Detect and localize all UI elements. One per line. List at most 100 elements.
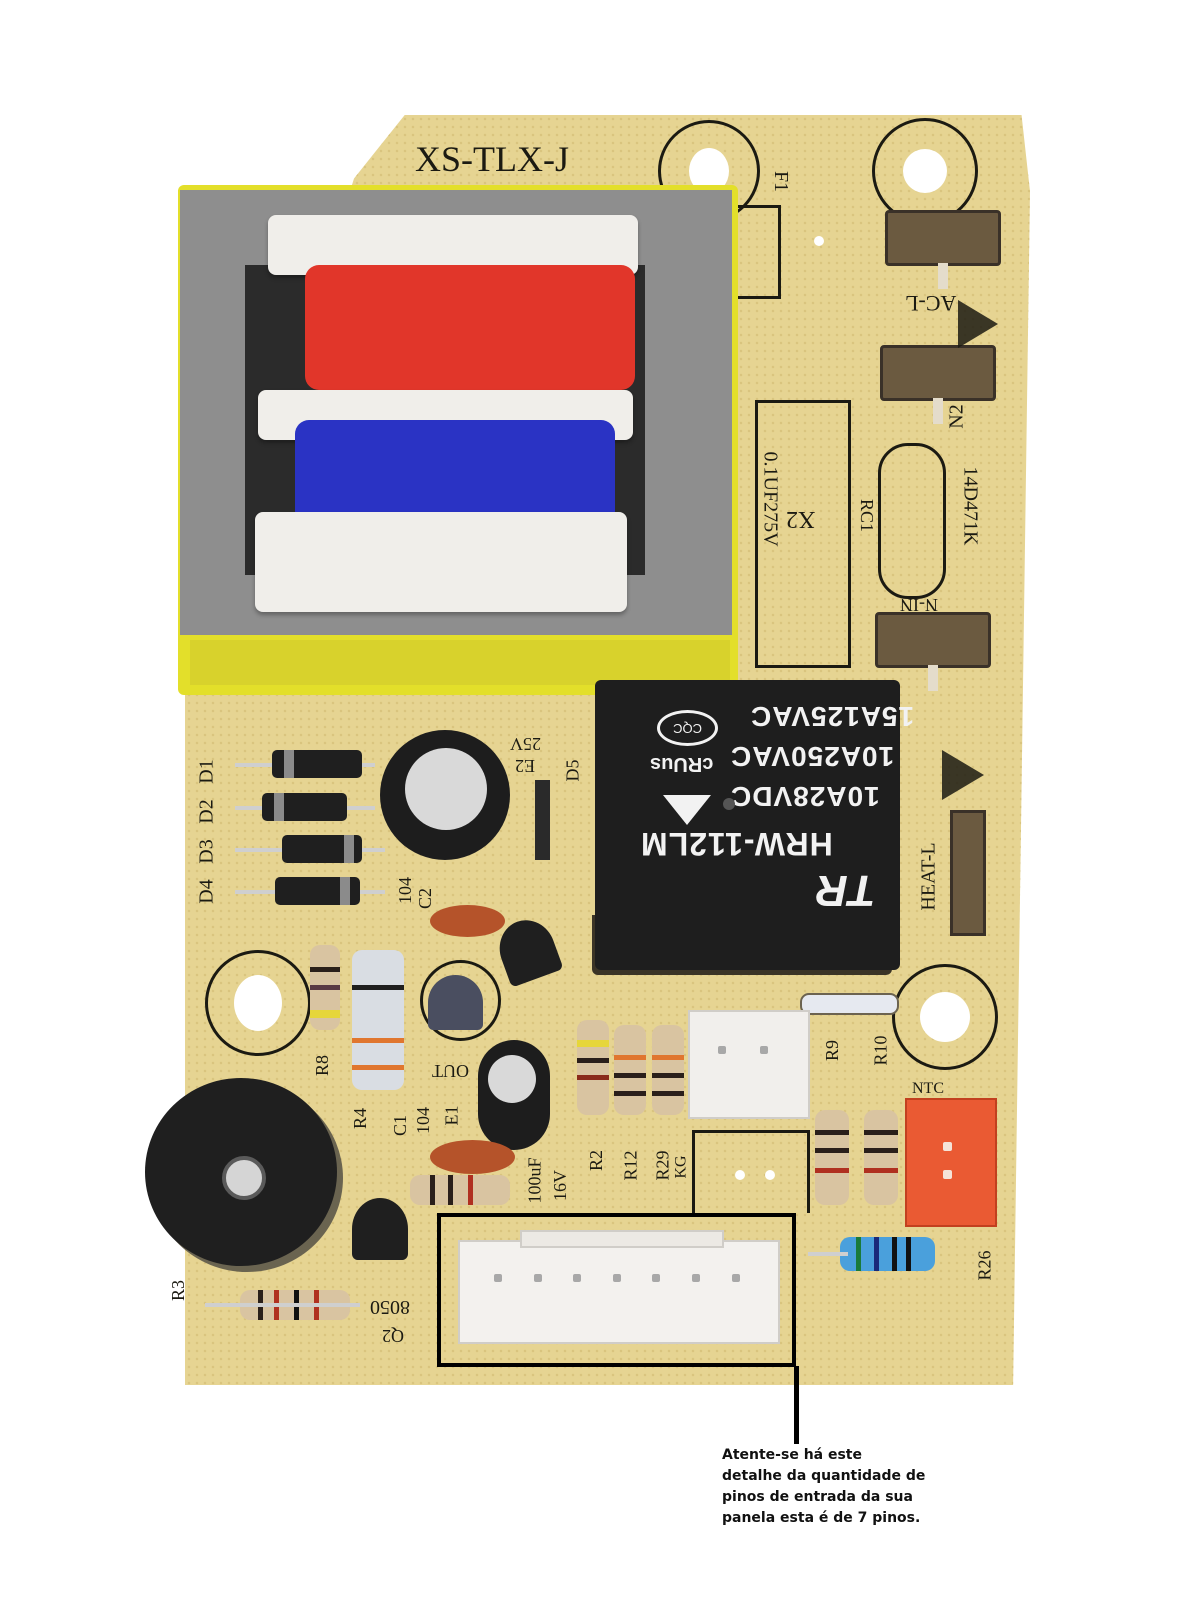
electrolytic-capacitor-e1 [478,1040,550,1150]
diode-d3 [282,835,362,863]
ntc-label: NTC [912,1080,944,1097]
resistor-r29-label: R29 [652,1150,673,1181]
voltage-regulator [428,975,483,1030]
transistor-8050-label: 8050 [370,1296,410,1318]
connector-latch [520,1230,724,1248]
resistor-r12 [614,1025,646,1115]
resistor-r4-label: R4 [350,1107,371,1130]
terminal-n2 [880,345,996,424]
diode-d4 [275,877,360,905]
callout-annotation: Atente-se há este detalhe da quantidade … [722,1445,962,1529]
resistor-r29 [652,1025,684,1115]
via-hole [735,1170,745,1180]
via-hole [814,236,824,246]
transformer-bobbin-bottom [255,512,627,612]
callout-line-4: panela esta é de 7 pinos. [722,1510,921,1526]
resistor-r2 [577,1020,609,1115]
diode-d4-label: D4 [195,879,218,904]
mounting-hole-right [892,964,998,1070]
resistor-r10-label: R10 [870,1035,891,1066]
connector-7-pin [458,1230,780,1344]
fuse-outline [738,205,781,299]
callout-line-3: pinos de entrada da sua [722,1489,913,1505]
x2-capacitor-outline [755,400,851,668]
callout-pointer-line [794,1366,799,1444]
board-model-label: XS-TLX-J [415,139,569,179]
resistor-r26-label: R26 [974,1250,995,1281]
resistor-r12-label: R12 [620,1150,641,1181]
ceramic-capacitor-c2 [430,905,505,937]
mounting-hole-left [205,950,311,1056]
connector-outline [692,1130,810,1213]
warning-triangle-icon [958,300,998,348]
relay-vent-dot [723,798,735,810]
resistor-r9 [815,1110,849,1205]
varistor-ref: RC1 [857,498,878,533]
resistor-lead [808,1252,848,1256]
tuv-triangle-icon [663,795,711,825]
relay-rating-1: 10A28VDC [730,781,880,812]
resistor-r10 [864,1110,898,1205]
callout-highlight-box [437,1213,796,1367]
capacitor-c1-ref: C1 [390,1114,411,1137]
relay: 15A125VAC 10A250VAC 10A28VDC HRW-112LM T… [595,680,914,970]
terminal-heat-l [950,810,986,936]
diode-d3-label: D3 [195,839,218,864]
connector-ntc [905,1098,997,1227]
capacitor-c2-value: 104 [395,877,415,904]
resistor-r9-label: R9 [822,1039,843,1062]
diode-d5-label: D5 [562,759,583,782]
mounting-hole-top-right [872,118,978,224]
resistor-lead [205,1303,360,1307]
via-hole [765,1170,775,1180]
buzzer-hole [222,1156,266,1200]
diode-d2 [262,793,347,821]
led-connector-label: KG [672,1155,690,1179]
diode-d5 [535,780,550,860]
resistor-r8 [310,945,340,1030]
buzzer [145,1078,337,1266]
warning-triangle-icon [942,750,984,800]
terminal-ac-l-label: AC-L [905,291,957,316]
resistor-r26 [840,1237,935,1271]
resistor-r3-label: R3 [168,1279,189,1302]
relay-model: HRW-112LM [640,826,833,862]
diode-d1 [272,750,362,778]
varistor-outline [878,443,946,599]
capacitor-e1-voltage: 16V [550,1170,570,1201]
ul-cert-icon: cRUus [650,753,714,775]
relay-rating-3: 15A125VAC [750,701,915,732]
capacitor-e1-value: 100uF [524,1157,545,1204]
terminal-n2-label: N2 [945,404,968,429]
terminal-ac-l [885,210,1001,289]
relay-rating-2: 10A250VAC [730,741,895,772]
ceramic-capacitor [430,1140,515,1174]
terminal-heat-l-label: HEAT-L [917,842,940,911]
transformer-tape-bottom [190,640,730,685]
cqc-cert-icon: CQC [657,710,718,746]
slot-cutout [800,993,899,1015]
x2-capacitor-value: 0.1UF275V [759,451,782,547]
terminal-n-in [875,612,991,691]
regulator-outline [420,960,501,1041]
resistor-r4-power [352,950,404,1090]
callout-line-2: detalhe da quantidade de [722,1468,926,1484]
transformer-primary-coil [305,265,635,390]
diode-d1-label: D1 [195,759,218,784]
varistor-value: 14D471K [959,466,982,546]
capacitor-e2-rating: 25V [510,734,541,754]
capacitor-e2-ref: E2 [515,756,535,776]
resistor [410,1175,510,1205]
transistor-q2-label: Q2 [382,1326,404,1346]
capacitor-e1-ref: E1 [441,1105,462,1126]
fuse-label: F1 [770,170,793,193]
transformer-secondary-coil [295,420,615,525]
resistor-r2-label: R2 [586,1149,607,1172]
transistor-8050 [352,1198,408,1260]
capacitor-c1-value: 104 [413,1107,433,1134]
diode-d2-label: D2 [195,799,218,824]
relay-brand-logo: TR [815,866,876,915]
x2-capacitor-ref: X2 [786,506,816,532]
callout-line-1: Atente-se há este [722,1447,862,1463]
capacitor-c2-ref: C2 [415,887,436,910]
